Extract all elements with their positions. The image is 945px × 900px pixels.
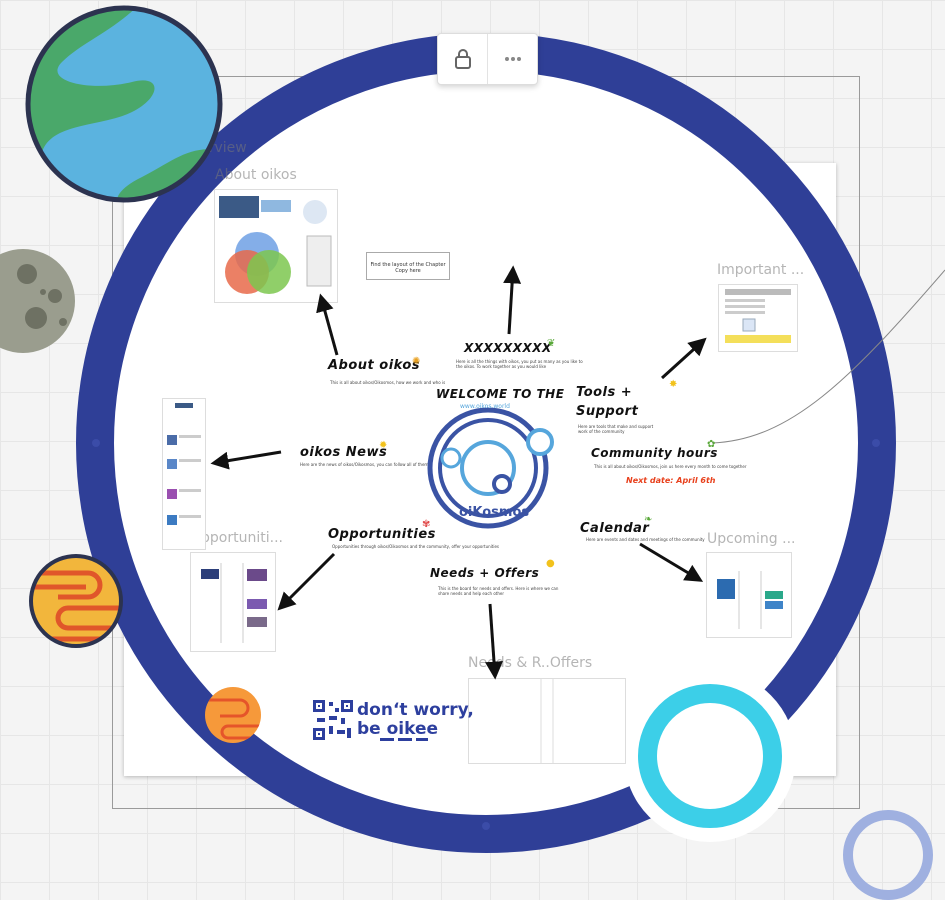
about-oikos-desc[interactable]: This is all about oikos/Oikosmos, how we…	[330, 380, 446, 385]
flower-icon: ✾	[422, 519, 431, 530]
arrow-xxx	[503, 265, 522, 335]
frame-title-about-oikos[interactable]: About oikos	[215, 167, 297, 183]
sprout-icon: ✿	[707, 439, 716, 450]
tagline-text[interactable]: don‘t worry, be oikee	[357, 701, 474, 739]
document-preview-image	[725, 289, 791, 343]
oikos-news-desc[interactable]: Here are the news of oikos/Oikosmos, you…	[300, 462, 439, 467]
calendar-board-image	[717, 571, 783, 629]
arrow-about	[316, 293, 339, 356]
oikosmos-logo[interactable]	[424, 402, 558, 532]
about-oikos-thumbnail[interactable]	[214, 189, 338, 303]
opportunities-thumbnail[interactable]	[190, 552, 276, 652]
needs-offers-board-image	[540, 679, 554, 763]
welcome-heading[interactable]: WELCOME TO THE	[436, 387, 565, 401]
ring-handle-right[interactable]	[872, 439, 880, 447]
tools-support-label[interactable]: Tools + Support	[576, 383, 638, 421]
community-hours-desc[interactable]: This is all about oikos/Oikosmos, join u…	[594, 464, 747, 469]
calendar-desc[interactable]: Here are events and dates and meetings o…	[586, 537, 705, 542]
oikos-news-label[interactable]: oikos News	[300, 445, 388, 460]
sun-icon: ✸	[669, 379, 678, 390]
connector-line[interactable]	[700, 260, 945, 460]
opportunities-board-image	[201, 563, 267, 643]
leaf-icon: ❦	[547, 338, 556, 349]
community-hours-label[interactable]: Community hours	[591, 446, 718, 460]
calendar-label[interactable]: Calendar	[580, 521, 650, 536]
opportunities-label[interactable]: Opportunities	[328, 527, 436, 542]
arrow-calendar	[639, 542, 704, 582]
xxx-desc[interactable]: Here is all the things with oikos, you p…	[456, 359, 583, 369]
selection-toolbar	[437, 33, 538, 85]
orange-striped-planet-image[interactable]	[28, 553, 124, 649]
about-oikos-label[interactable]: About oikos	[328, 358, 421, 373]
xxx-label[interactable]: XXXXXXXXX	[464, 341, 552, 355]
tagline-underline	[380, 738, 428, 741]
opportunities-desc[interactable]: Opportunities through oikos/Oikosmos and…	[332, 544, 499, 549]
ring-handle-bottom[interactable]	[482, 822, 490, 830]
small-orange-planet-image[interactable]	[204, 686, 262, 744]
arrow-opportunities	[277, 552, 336, 611]
arrow-tools	[660, 337, 707, 380]
star-icon: ✹	[379, 440, 388, 451]
frame-title-important[interactable]: Important ...	[717, 262, 805, 278]
mind-map-arrows	[210, 265, 707, 680]
next-date-text[interactable]: Next date: April 6th	[626, 476, 716, 485]
qr-code-image[interactable]	[313, 700, 353, 740]
logo-name-text: oiKosmos	[459, 505, 530, 520]
news-feed-image	[167, 403, 201, 525]
ring-handle-left[interactable]	[92, 439, 100, 447]
important-thumbnail[interactable]	[718, 284, 798, 352]
logo-url-text: www.oikos.world	[460, 403, 510, 410]
grey-moon-image[interactable]	[0, 248, 76, 354]
oikos-news-thumbnail[interactable]	[162, 398, 206, 550]
needs-offers-thumbnail[interactable]	[468, 678, 626, 764]
tagline-line2: be oikee	[357, 719, 439, 739]
tagline-line1: don‘t worry,	[357, 700, 474, 720]
venn-diagram-image	[219, 196, 332, 294]
lock-icon	[454, 49, 471, 69]
tools-label-line2: Support	[576, 404, 639, 419]
calendar-thumbnail[interactable]	[706, 552, 792, 638]
lock-button[interactable]	[438, 34, 487, 84]
frame-title-upcoming[interactable]: Upcoming ...	[707, 531, 796, 547]
green-planet-image[interactable]	[22, 2, 226, 206]
tools-desc[interactable]: Here are tools that make and support wor…	[578, 424, 654, 434]
needs-offers-label[interactable]: Needs + Offers	[430, 566, 540, 580]
needs-offers-desc[interactable]: This is the board for needs and offers. …	[438, 586, 559, 596]
sparkle-icon: ✺	[412, 356, 421, 367]
more-button[interactable]	[487, 34, 537, 84]
tools-label-line1: Tools +	[576, 385, 633, 400]
more-icon	[504, 57, 521, 61]
arrow-needs	[485, 603, 503, 680]
arrow-news	[210, 450, 282, 470]
frame-title-opportunities[interactable]: Opportuniti...	[190, 530, 283, 546]
herb-icon: ❧	[644, 514, 653, 525]
drop-icon: ●	[546, 558, 555, 569]
chapter-copy-sticky-note[interactable]: Find the layout of the Chapter Copy here	[366, 252, 450, 280]
